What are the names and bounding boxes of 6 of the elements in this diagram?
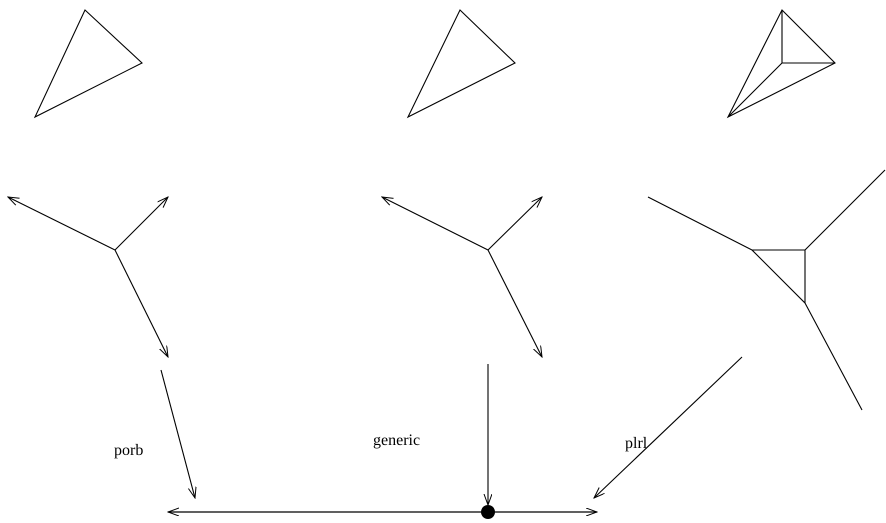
arrow xyxy=(160,370,197,498)
arrow xyxy=(594,356,742,498)
edge-label: plrl xyxy=(625,436,648,452)
arrow xyxy=(484,364,492,506)
edge-label: porb xyxy=(114,443,144,459)
edge-label: generic xyxy=(373,433,420,449)
